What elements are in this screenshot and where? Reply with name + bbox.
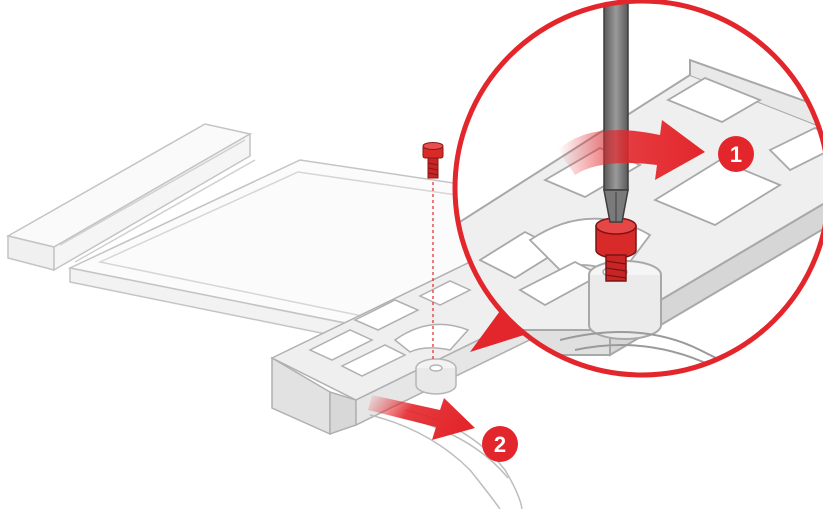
screwdriver-icon: [603, 1, 629, 223]
rotate-arrow-icon: [558, 120, 705, 180]
slide-arrow-icon: [368, 395, 475, 440]
screw-icon: [422, 142, 444, 179]
zoom-callout: [452, 0, 823, 378]
step-1-badge: 1: [718, 136, 754, 172]
step-2-number: 2: [494, 432, 506, 457]
step-1-number: 1: [730, 142, 742, 167]
standoff: [415, 358, 457, 395]
step-2-badge: 2: [482, 426, 518, 462]
